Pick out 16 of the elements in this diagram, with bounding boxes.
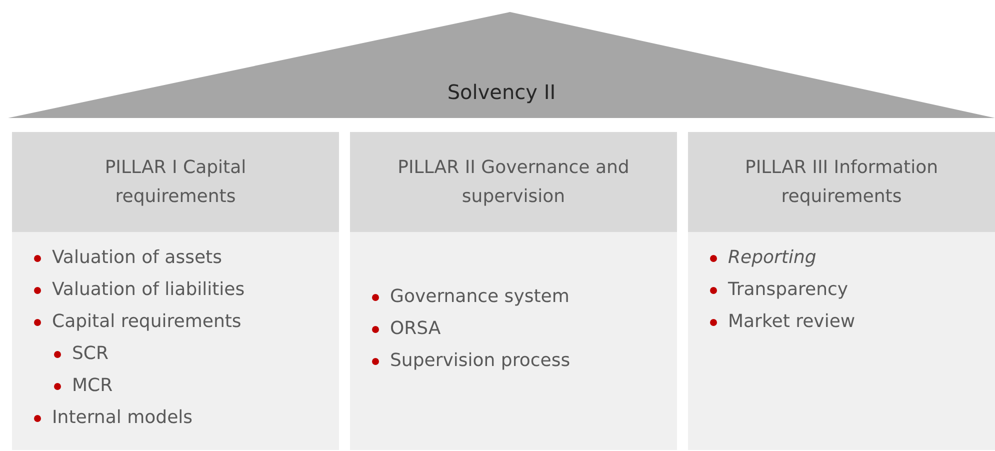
list-item: Internal models (52, 406, 193, 430)
list-item: MCR (72, 374, 113, 398)
list-item: Governance system (390, 285, 570, 309)
list-item: Capital requirements (52, 310, 242, 334)
roof-title: Solvency II (447, 80, 556, 104)
list-item: Reporting (728, 246, 816, 270)
list-item: ORSA (390, 317, 441, 341)
list-item: SCR (72, 342, 109, 366)
list-item: Supervision process (390, 349, 570, 373)
pillar-heading: PILLAR III Information requirements (688, 132, 995, 232)
pillar-heading: PILLAR I Capital requirements (12, 132, 339, 232)
list-item: Transparency (728, 278, 848, 302)
pillar-heading: PILLAR II Governance and supervision (350, 132, 677, 232)
list-item: Valuation of liabilities (52, 278, 245, 302)
list-item: Valuation of assets (52, 246, 222, 270)
list-item: Market review (728, 310, 856, 334)
